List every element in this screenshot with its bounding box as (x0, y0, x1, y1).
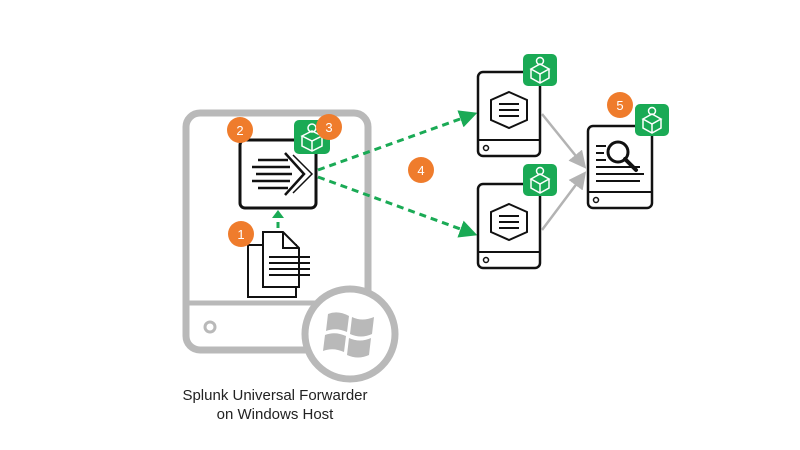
indexer-server-icon (476, 182, 542, 270)
log-file-icon (247, 231, 310, 298)
svg-text:1: 1 (237, 227, 244, 242)
step-badge-5: 5 (607, 92, 633, 118)
search-head-icon (586, 124, 654, 210)
svg-text:4: 4 (417, 163, 424, 178)
forward-arrow-bottom (317, 175, 478, 238)
app-package-icon (523, 54, 557, 86)
forward-arrow-top (317, 110, 478, 172)
windows-logo-icon (301, 285, 399, 383)
step-badge-2: 2 (227, 117, 253, 143)
step-badge-1: 1 (228, 221, 254, 247)
step-badge-3: 3 (316, 114, 342, 140)
file-to-forwarder-arrow (272, 210, 284, 228)
universal-forwarder-icon (238, 138, 318, 210)
forward-arrows (317, 110, 478, 238)
app-package-icon (523, 164, 557, 196)
svg-text:2: 2 (236, 123, 243, 138)
caption-line-2: on Windows Host (216, 406, 334, 423)
host-caption: Splunk Universal Forwarder on Windows Ho… (150, 386, 400, 424)
svg-text:3: 3 (325, 120, 332, 135)
caption-line-1: Splunk Universal Forwarder (182, 387, 368, 404)
app-package-icon (635, 104, 669, 136)
svg-text:5: 5 (616, 98, 623, 113)
step-badge-4: 4 (408, 157, 434, 183)
indexer-to-search-head-arrows (541, 113, 587, 231)
indexer-server-icon (476, 70, 542, 158)
